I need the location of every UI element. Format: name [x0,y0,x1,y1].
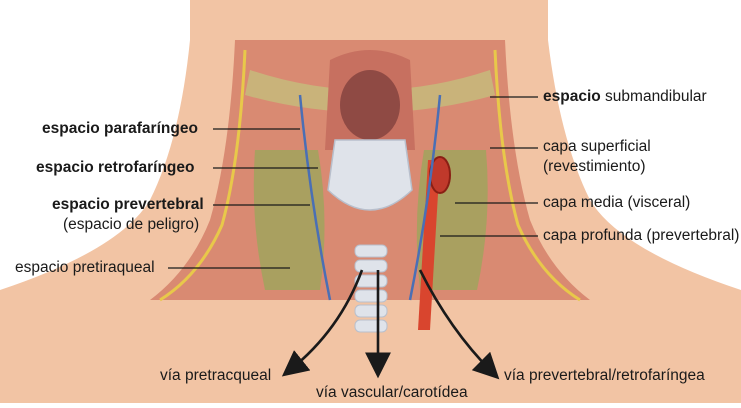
label-via-pretraqueal: vía pretracqueal [160,367,271,385]
label-via-prevertebral: vía prevertebral/retrofaríngea [504,367,705,385]
thyroid-cartilage [328,140,412,210]
label-revestimiento: (revestimiento) [543,158,646,176]
label-pretiraqueal: espacio pretiraqueal [15,259,155,277]
label-prevertebral: espacio prevertebral [52,196,204,214]
label-capa-profunda: capa profunda (prevertebral) [543,227,739,245]
left-pretracheal-space [254,150,325,290]
label-peligro: (espacio de peligro) [63,216,199,234]
label-submandibular: espacio submandibular [543,88,707,106]
label-retrofaringeo: espacio retrofaríngeo [36,159,195,177]
label-via-vascular: vía vascular/carotídea [316,384,468,402]
oral-cavity [340,70,400,140]
label-parafaringeo: espacio parafaríngeo [42,120,198,138]
label-capa-media: capa media (visceral) [543,194,690,212]
label-capa-superficial: capa superficial [543,138,651,156]
